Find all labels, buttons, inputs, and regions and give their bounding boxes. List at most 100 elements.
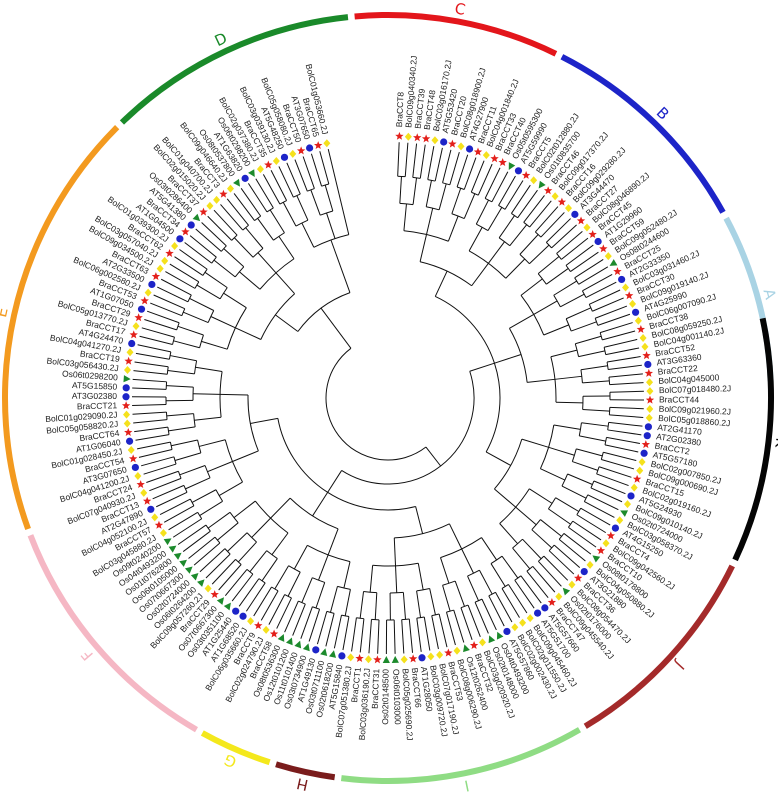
branch-segment: [399, 176, 402, 204]
leaf-label: BraCCT39: [413, 88, 427, 129]
star-marker: [599, 244, 608, 253]
branch-segment: [315, 582, 326, 609]
branch-segment: [342, 616, 350, 651]
branch-segment: [597, 313, 631, 326]
branch-segment: [576, 514, 607, 534]
clade-label-h: H: [295, 774, 310, 794]
branch-segment: [604, 444, 639, 453]
branch-segment: [188, 536, 216, 559]
branch-arc: [412, 176, 421, 179]
branch-segment: [194, 416, 222, 421]
branch-segment: [195, 228, 222, 252]
branch-segment: [255, 178, 274, 209]
branch-segment: [470, 160, 485, 193]
diamond-marker: [639, 334, 647, 343]
diamond-marker: [638, 457, 646, 466]
branch-segment: [608, 364, 642, 371]
branch-segment: [344, 589, 351, 616]
branch-arc: [320, 210, 333, 216]
branch-segment: [218, 481, 243, 496]
branch-segment: [543, 555, 569, 581]
branch-segment: [205, 553, 231, 579]
diamond-marker: [457, 142, 465, 151]
branch-segment: [377, 619, 380, 654]
branch-arc: [576, 507, 582, 516]
branch-segment: [563, 533, 592, 555]
branch-segment: [217, 522, 239, 541]
branch-segment: [565, 307, 592, 320]
branch-segment: [582, 380, 610, 384]
branch-segment: [168, 511, 198, 531]
branch-segment: [144, 318, 177, 331]
branch-segment: [310, 189, 321, 216]
branch-segment: [141, 456, 175, 467]
branch-arc: [446, 609, 454, 613]
branch-segment: [434, 147, 443, 182]
branch-segment: [495, 592, 513, 623]
branch-arc: [254, 215, 261, 221]
branch-segment: [184, 242, 212, 264]
branch-arc: [289, 497, 339, 530]
branch-segment: [157, 286, 189, 303]
star-marker: [632, 474, 642, 483]
diamond-marker: [323, 139, 331, 148]
branch-segment: [239, 271, 261, 290]
branch-segment: [574, 259, 604, 279]
branch-segment: [416, 590, 422, 618]
star-marker: [644, 368, 654, 377]
branch-segment: [238, 578, 260, 607]
branch-arc: [177, 471, 182, 479]
branch-segment: [520, 278, 543, 296]
triangle-marker: [197, 579, 205, 587]
branch-arc: [246, 532, 257, 543]
branch-segment: [553, 280, 577, 296]
diamond-marker: [645, 413, 653, 422]
branch-segment: [395, 565, 398, 593]
branch-arc: [427, 179, 436, 182]
branch-segment: [521, 438, 549, 448]
branch-segment: [223, 292, 247, 309]
diamond-marker: [519, 618, 527, 627]
branch-arc: [205, 524, 211, 532]
branch-segment: [548, 446, 575, 456]
star-marker: [313, 141, 323, 150]
branch-arc: [337, 585, 351, 590]
branch-segment: [578, 266, 609, 285]
circle-marker: [594, 237, 602, 246]
diamond-marker: [482, 151, 490, 160]
triangle-marker: [192, 213, 201, 222]
star-marker: [596, 546, 606, 555]
branch-segment: [312, 492, 329, 517]
star-marker: [543, 186, 553, 195]
leaf-label: BraCCT66: [410, 667, 424, 708]
leaf-label: BraCCT1: [349, 667, 363, 704]
circle-marker: [338, 652, 346, 660]
branch-arc: [173, 456, 177, 465]
branch-segment: [429, 588, 436, 615]
star-marker: [395, 131, 404, 140]
branch-segment: [260, 590, 279, 621]
branch-segment: [550, 349, 578, 358]
star-marker: [624, 291, 634, 300]
branch-segment: [324, 184, 334, 212]
clade-arc-b: [560, 54, 726, 214]
branch-segment: [485, 451, 511, 466]
branch-arc: [494, 438, 523, 490]
branch-segment: [233, 500, 256, 519]
leaf-label: BolC05g025690.2J: [401, 668, 415, 741]
branch-arc: [325, 347, 427, 461]
branch-segment: [533, 300, 558, 315]
circle-marker: [128, 339, 136, 348]
branch-segment: [220, 204, 244, 231]
branch-segment: [316, 611, 328, 645]
triangle-marker: [488, 635, 496, 644]
triangle-marker: [538, 180, 546, 189]
circle-marker: [418, 654, 426, 662]
branch-segment: [501, 555, 519, 579]
branch-segment: [278, 166, 294, 198]
diamond-marker: [630, 483, 638, 492]
branch-segment: [268, 594, 286, 625]
branch-segment: [522, 538, 542, 560]
star-marker: [421, 134, 431, 143]
star-marker: [128, 454, 138, 463]
